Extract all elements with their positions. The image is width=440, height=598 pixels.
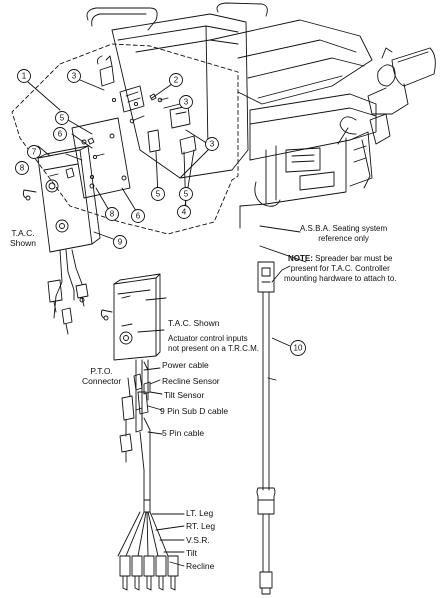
- tac-controller-upper: [22, 145, 101, 335]
- lt-leg-label: LT. Leg: [186, 508, 214, 518]
- callout-4: 4: [177, 205, 191, 219]
- callout-2: 2: [169, 73, 183, 87]
- note-line-2: present for T.A.C. Controller: [290, 264, 390, 273]
- spreader-bar-note: NOTE: Spreader bar must be present for T…: [284, 254, 397, 284]
- note-line-1: Spreader bar must be: [312, 254, 393, 263]
- note-bold: NOTE:: [288, 254, 313, 263]
- svg-text:8: 8: [20, 164, 25, 173]
- recline-sensor-label: Recline Sensor: [162, 376, 220, 386]
- wheelchair-seat-illustration: [86, 2, 436, 229]
- callout-5a: 5: [55, 111, 69, 125]
- power-cable-label: Power cable: [162, 360, 209, 370]
- callout-6b: 6: [131, 209, 145, 223]
- callout-10: 10: [290, 340, 306, 356]
- svg-text:3: 3: [72, 72, 77, 81]
- controller-cable-10: [256, 261, 277, 595]
- vsr-label: V.S.R.: [186, 535, 210, 545]
- tac-shown-top-label: T.A.C. Shown: [10, 228, 36, 248]
- callout-8a: 8: [15, 161, 29, 175]
- callout-5b: 5: [151, 187, 165, 201]
- callout-7: 7: [27, 145, 41, 159]
- svg-text:5: 5: [184, 190, 189, 199]
- rt-leg-label: RT. Leg: [186, 521, 216, 531]
- exploded-view-boundary: [11, 43, 239, 235]
- callouts: 1 2 3 3 3 4 5 5 5 6 6 7 8 8 9 10: [15, 69, 306, 356]
- svg-text:3: 3: [210, 140, 215, 149]
- callout-leaders: [27, 79, 307, 283]
- svg-text:3: 3: [184, 98, 189, 107]
- svg-text:10: 10: [294, 344, 303, 353]
- svg-text:7: 7: [32, 148, 37, 157]
- callout-5c: 5: [179, 187, 193, 201]
- asba-reference-label: A.S.B.A. Seating system reference only: [300, 224, 388, 243]
- svg-text:5: 5: [60, 114, 65, 123]
- callout-3b: 3: [179, 95, 193, 109]
- callout-3c: 3: [205, 137, 219, 151]
- tac-controller-lower: [100, 273, 185, 591]
- sub-d-cable-label: 9 Pin Sub D cable: [160, 406, 229, 416]
- tilt-sensor-label: Tilt Sensor: [164, 390, 205, 400]
- svg-text:8: 8: [110, 210, 115, 219]
- callout-9: 9: [113, 235, 127, 249]
- pto-connector-label: P.T.O. Connector: [82, 366, 122, 386]
- svg-text:9: 9: [118, 238, 123, 247]
- callout-1: 1: [17, 69, 31, 83]
- svg-text:1: 1: [22, 72, 27, 81]
- tac-shown-mid-label: T.A.C. Shown: [168, 318, 220, 328]
- svg-text:5: 5: [156, 190, 161, 199]
- callout-8b: 8: [105, 207, 119, 221]
- tilt-label: Tilt: [186, 548, 198, 558]
- actuator-note: Actuator control inputs not present on a…: [168, 334, 260, 353]
- callout-6a: 6: [53, 127, 67, 141]
- svg-text:6: 6: [136, 212, 141, 221]
- note-line-3: mounting hardware to attach to.: [284, 274, 397, 283]
- five-pin-cable-label: 5 Pin cable: [162, 428, 205, 438]
- svg-text:4: 4: [182, 208, 187, 217]
- svg-text:2: 2: [174, 76, 179, 85]
- svg-text:6: 6: [58, 130, 63, 139]
- callout-3a: 3: [67, 69, 81, 83]
- recline-label: Recline: [186, 561, 215, 571]
